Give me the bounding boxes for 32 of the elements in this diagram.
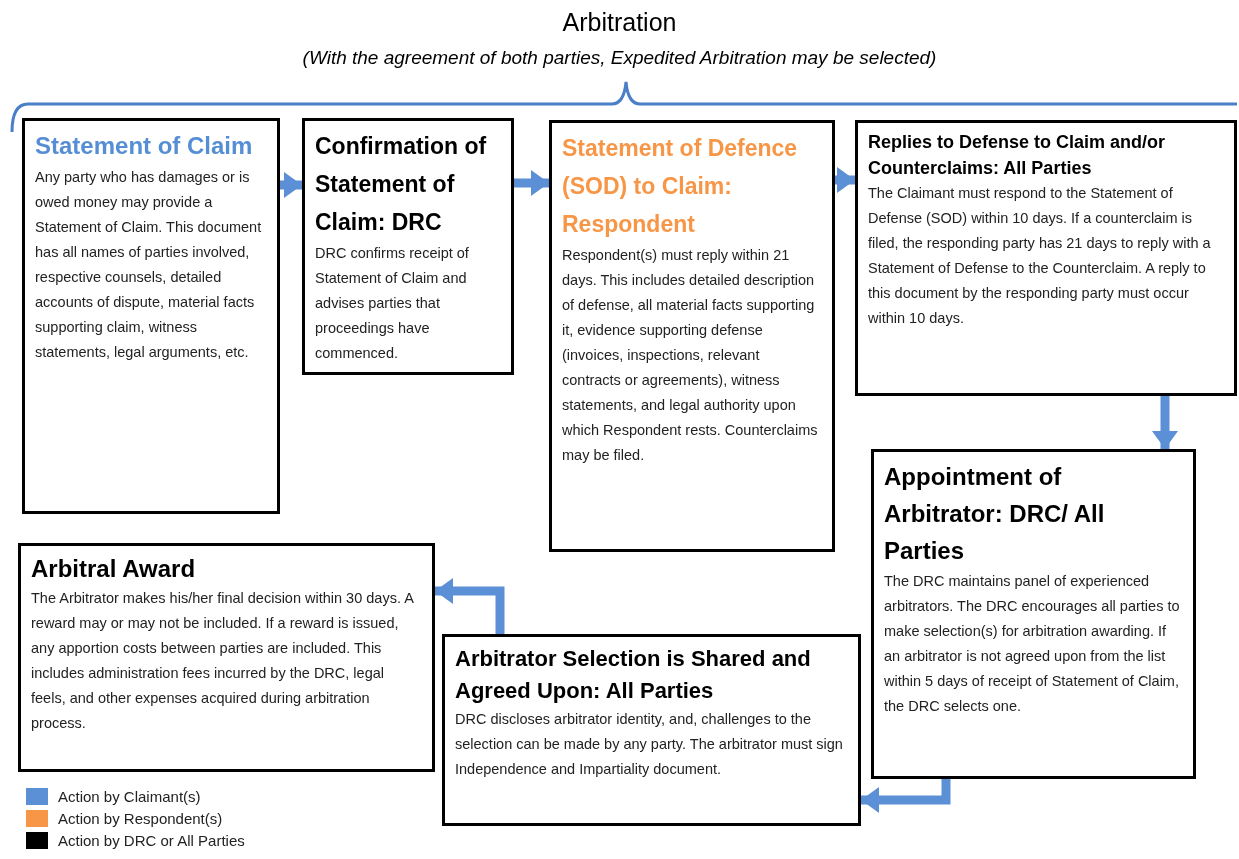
legend-label: Action by DRC or All Parties [58,831,245,850]
step-heading: Replies to Defense to Claim and/or Counterclaims: All Parties [868,131,1167,180]
step-heading: Arbitrator Selection is Shared and Agreed Upon: All Parties [455,645,812,705]
step-box [22,118,280,514]
step-description: The Claimant must respond to the Statement of Defense (SOD) within 10 days. If a counterclaim is filed, the responding party has 21 days to reply with a Statement of Defense to the Counterclaim. A reply to this document by the responding party must occur within 10 days. [868,184,1212,328]
step-heading: Statement of Defence (SOD) to Claim: Respondent [562,134,799,239]
step-description: The Arbitrator makes his/her final decision within 30 days. A reward may or may not be included. If a reward is issued, any apportion costs between parties are included. This includes administration fees incurred by the DRC, legal feels, and other expenses acquired during arbitration process. [31,589,415,733]
step-heading: Appointment of Arbitrator: DRC/ All Parties [884,462,1106,566]
block-arrow [435,578,505,634]
step-box [549,120,835,552]
step-description: The DRC maintains panel of experienced arbitrators. The DRC encourages all parties to make selection(s) for arbitration awarding. If an arbitrator is not agreed upon from the list within 5 days of receipt of Statement of Claim, the DRC selects one. [884,572,1181,716]
step-box [302,118,514,375]
step-box [18,543,435,772]
legend-label: Action by Claimant(s) [58,787,201,806]
step-box [442,634,861,826]
step-box [855,120,1237,396]
block-arrow [514,170,549,196]
block-arrow [280,172,302,198]
block-arrow [1152,396,1178,449]
step-description: DRC discloses arbitrator identity, and, challenges to the selection can be made by any party. The arbitrator must sign Independence and Impartiality document. [455,710,844,779]
step-description: DRC confirms receipt of Statement of Claim and advises parties that proceedings have commenced. [315,244,470,363]
step-description: Any party who has damages or is owed money may provide a Statement of Claim. This document has all names of parties involved, respective counsels, detailed accounts of dispute, material facts supporting claim, witness statements, legal arguments, etc. [35,168,263,362]
step-box [871,449,1196,779]
diagram-title: Arbitration [562,7,677,38]
block-arrow [835,167,855,193]
step-heading: Arbitral Award [31,554,197,584]
step-description: Respondent(s) must reply within 21 days. This includes detailed description of defense, all material facts supporting it, evidence supporting defense (invoices, inspections, relevant contracts or agreements), witness statements, and legal authority upon which Respondent rests. Counterclaims may be filed. [562,246,819,465]
legend-label: Action by Respondent(s) [58,809,223,828]
subtitle-note: (With the agreement of both parties, Expedited Arbitration may be selected) [302,46,937,70]
step-heading: Statement of Claim [35,131,254,161]
step-heading: Confirmation of Statement of Claim: DRC [315,132,488,237]
block-arrow [861,779,951,813]
